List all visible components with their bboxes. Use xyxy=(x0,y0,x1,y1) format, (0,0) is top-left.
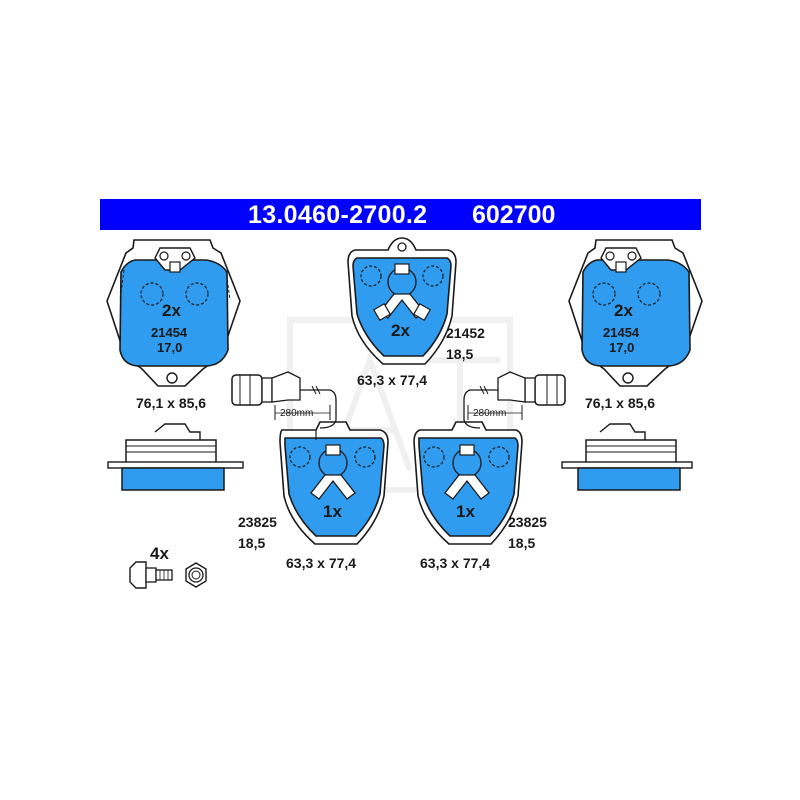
dimensions-top-left: 76,1 x 85,6 xyxy=(136,395,207,411)
thickness-top-left: 17,0 xyxy=(157,340,183,355)
wire-length-left: 280mm xyxy=(280,408,314,419)
dimensions-bottom-left: 63,3 x 77,4 xyxy=(286,555,357,571)
pad-number-top-left: 21454 xyxy=(151,325,188,340)
qty-top-center: 2x xyxy=(391,321,410,340)
pad-number-top-right: 21454 xyxy=(603,325,640,340)
pad-top-center xyxy=(347,237,457,365)
thickness-bottom-left: 18,5 xyxy=(238,535,266,551)
wear-sensor-left xyxy=(231,371,337,429)
qty-bottom-right: 1x xyxy=(456,502,475,521)
wire-length-right: 280mm xyxy=(473,408,507,419)
pad-top-right xyxy=(568,239,703,387)
pad-side-view-left xyxy=(107,423,244,491)
pad-bottom-right xyxy=(413,421,523,545)
wear-sensor-right xyxy=(463,371,566,429)
qty-bottom-left: 1x xyxy=(323,502,342,521)
thickness-top-right: 17,0 xyxy=(609,340,635,355)
nut-icon xyxy=(185,562,207,588)
pad-side-view-right xyxy=(561,423,693,491)
bolt-qty: 4x xyxy=(150,544,169,563)
thickness-bottom-right: 18,5 xyxy=(508,535,536,551)
pad-number-bottom-left: 23825 xyxy=(238,514,277,530)
bolt-icon xyxy=(129,561,173,589)
qty-top-left: 2x xyxy=(162,301,181,320)
pad-number-bottom-right: 23825 xyxy=(508,514,547,530)
pad-top-left xyxy=(106,239,241,387)
part-number: 13.0460-2700.2 xyxy=(248,201,428,229)
pad-bottom-left xyxy=(279,421,389,545)
dimensions-bottom-right: 63,3 x 77,4 xyxy=(420,555,491,571)
dimensions-top-center: 63,3 x 77,4 xyxy=(357,372,428,388)
secondary-number: 602700 xyxy=(472,201,556,229)
dimensions-top-right: 76,1 x 85,6 xyxy=(585,395,656,411)
thickness-top-center: 18,5 xyxy=(446,346,474,362)
pad-number-top-center: 21452 xyxy=(446,325,485,341)
header-banner: 13.0460-2700.2 602700 xyxy=(100,199,701,230)
qty-top-right: 2x xyxy=(614,301,633,320)
